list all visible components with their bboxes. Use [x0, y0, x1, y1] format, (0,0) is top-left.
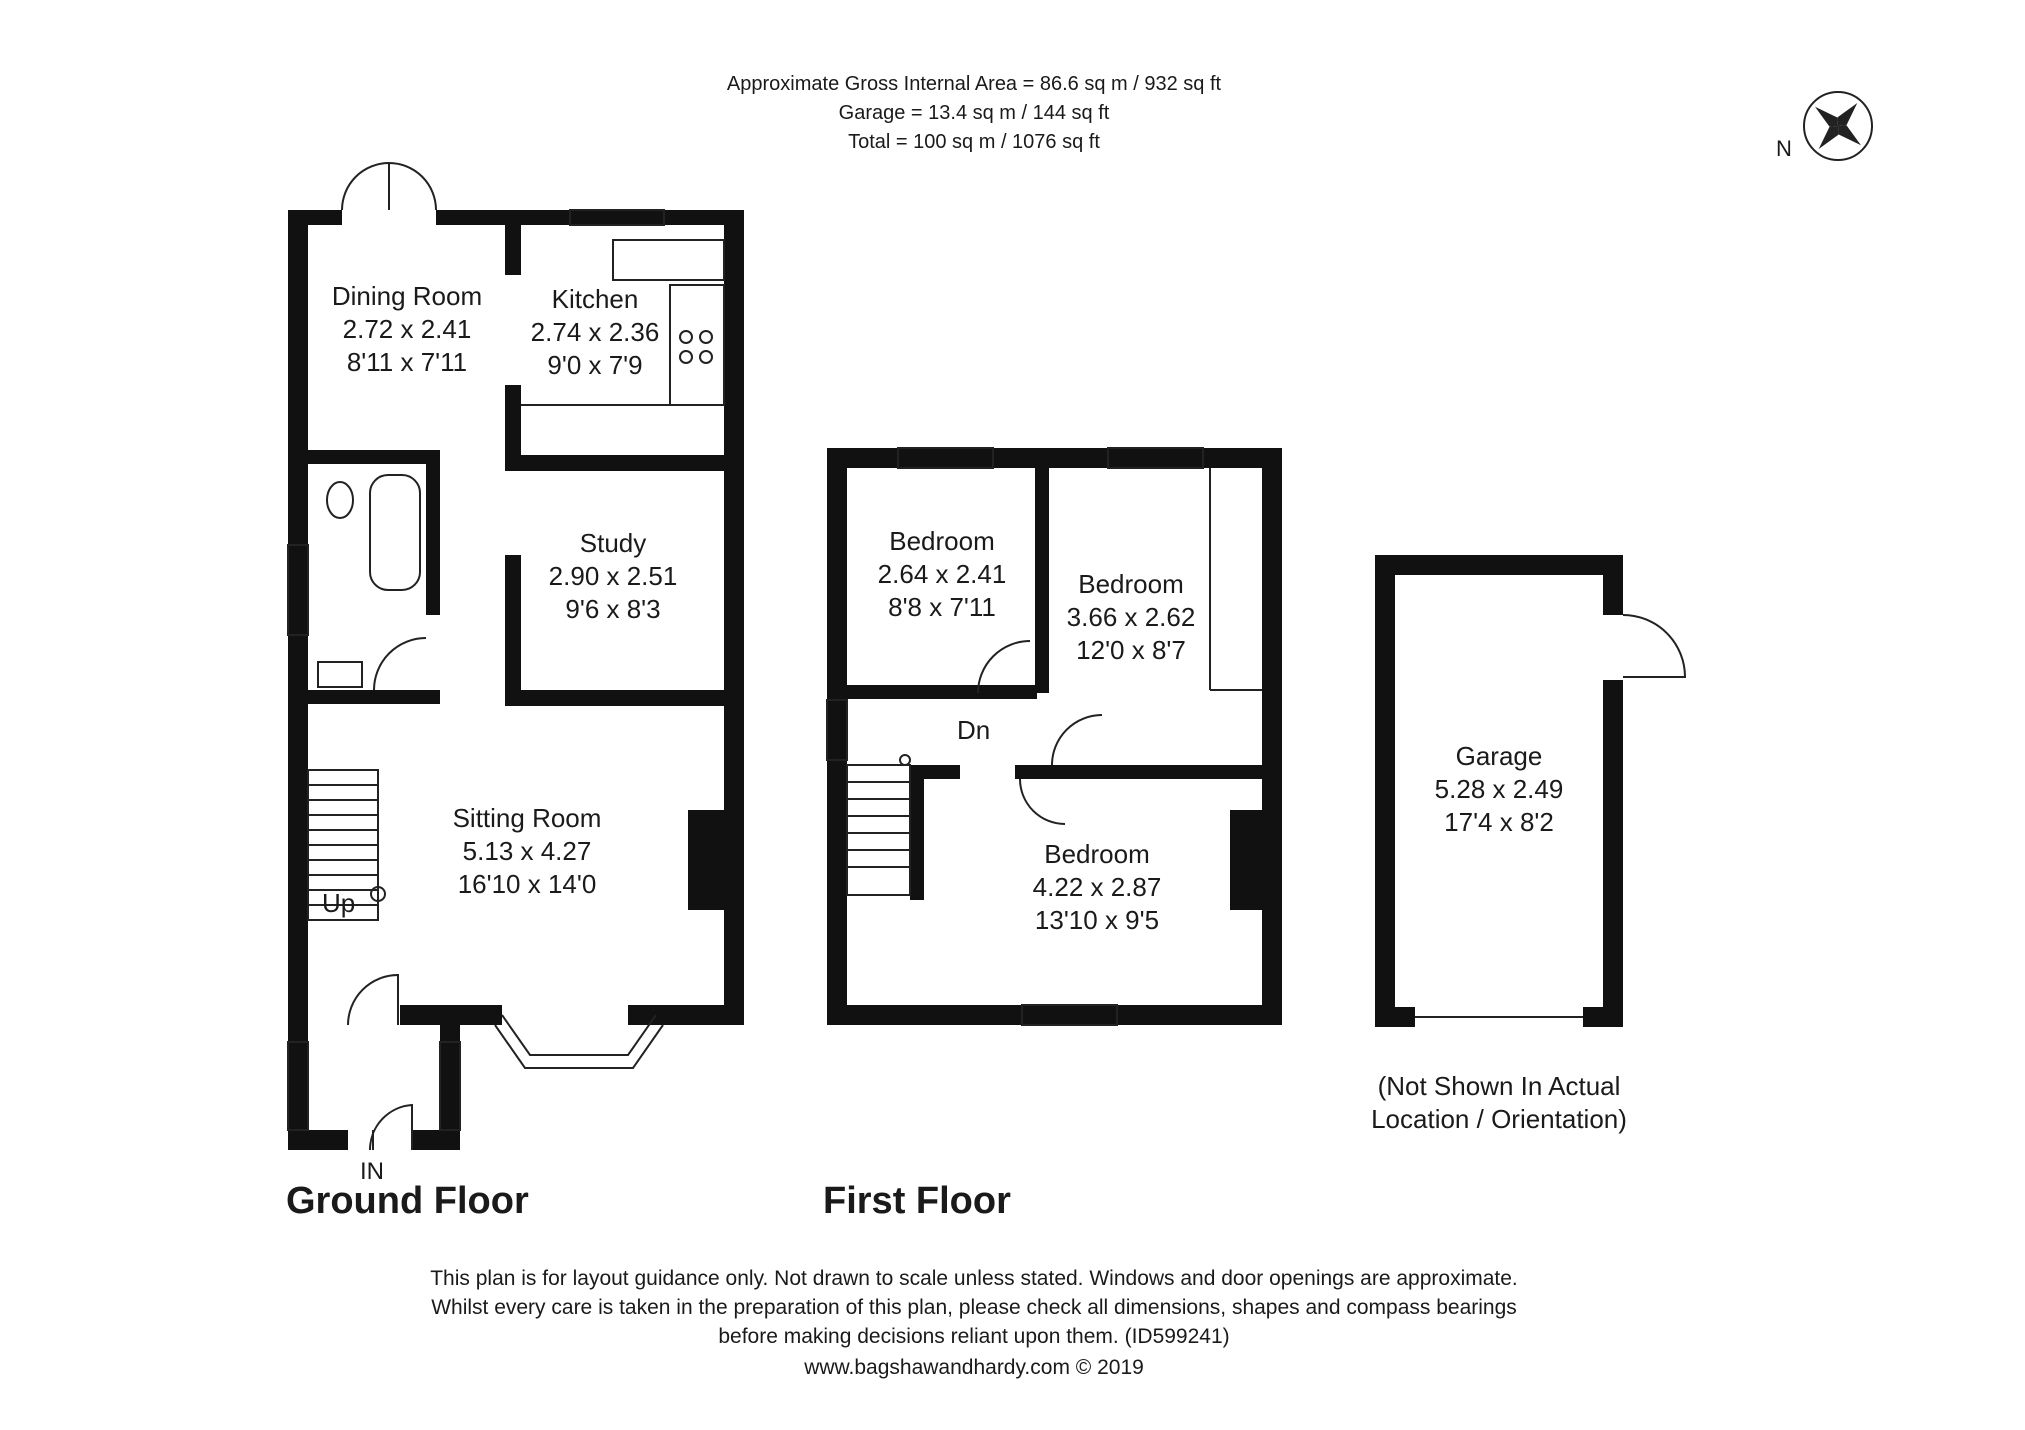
room-name: Sitting Room: [452, 803, 602, 833]
room-metric: 3.66 x 2.62: [1066, 602, 1196, 632]
room-imperial: 12'0 x 8'7: [1076, 635, 1186, 665]
room-imperial: 8'11 x 7'11: [346, 347, 468, 377]
garage-note: (Not Shown In Actual Location / Orientat…: [1371, 1070, 1627, 1136]
garage-area-text: Garage = 13.4 sq m / 144 sq ft: [838, 102, 1110, 124]
room-label-study: Study 2.90 x 2.51 9'6 x 8'3: [549, 527, 678, 626]
disclaimer-line-1: This plan is for layout guidance only. N…: [430, 1267, 1518, 1290]
room-label-bedroom-3: Bedroom 4.22 x 2.87 13'10 x 9'5: [1033, 838, 1162, 937]
room-metric: 2.74 x 2.36: [530, 317, 660, 347]
total-area-text: Total = 100 sq m / 1076 sq ft: [848, 131, 1100, 153]
room-imperial: 17'4 x 8'2: [1444, 807, 1554, 837]
copyright-text: www.bagshawandhardy.com © 2019: [804, 1356, 1144, 1379]
room-imperial: 8'8 x 7'11: [888, 592, 996, 622]
room-name: Bedroom: [889, 526, 995, 556]
disclaimer-line-2: Whilst every care is taken in the prepar…: [431, 1296, 1517, 1319]
first-floor-fixtures: [826, 447, 1262, 1026]
room-metric: 2.64 x 2.41: [877, 559, 1007, 589]
garage-note-line2: Location / Orientation): [1371, 1104, 1627, 1134]
room-imperial: 9'6 x 8'3: [565, 594, 661, 624]
room-metric: 2.90 x 2.51: [548, 561, 678, 591]
entrance-label: IN: [360, 1158, 384, 1185]
stairs-down-label: Dn: [957, 715, 991, 745]
room-label-dining: Dining Room 2.72 x 2.41 8'11 x 7'11: [332, 280, 482, 379]
room-name: Dining Room: [331, 281, 483, 311]
room-metric: 5.13 x 4.27: [462, 836, 592, 866]
room-name: Kitchen: [551, 284, 639, 314]
ground-floor-title: Ground Floor: [286, 1180, 529, 1222]
room-metric: 2.72 x 2.41: [342, 314, 472, 344]
room-name: Garage: [1455, 741, 1543, 771]
room-label-bedroom-2: Bedroom 3.66 x 2.62 12'0 x 8'7: [1067, 568, 1196, 667]
compass-icon: [1803, 91, 1873, 161]
room-label-bedroom-1: Bedroom 2.64 x 2.41 8'8 x 7'11: [878, 525, 1007, 624]
room-label-kitchen: Kitchen 2.74 x 2.36 9'0 x 7'9: [531, 283, 660, 382]
room-metric: 4.22 x 2.87: [1032, 872, 1162, 902]
compass-label: N: [1776, 136, 1792, 161]
room-name: Bedroom: [1044, 839, 1150, 869]
first-floor-title: First Floor: [823, 1180, 1011, 1222]
room-imperial: 13'10 x 9'5: [1034, 905, 1160, 935]
first-floor-walls: [827, 448, 1282, 1025]
ground-floor-walls: [288, 210, 744, 1150]
garage-note-line1: (Not Shown In Actual: [1377, 1071, 1621, 1101]
disclaimer-line-3: before making decisions reliant upon the…: [718, 1325, 1230, 1348]
room-imperial: 16'10 x 14'0: [457, 869, 597, 899]
room-label-garage: Garage 5.28 x 2.49 17'4 x 8'2: [1435, 740, 1564, 839]
room-label-sitting: Sitting Room 5.13 x 4.27 16'10 x 14'0: [453, 802, 602, 901]
room-metric: 5.28 x 2.49: [1434, 774, 1564, 804]
room-name: Bedroom: [1078, 569, 1184, 599]
garage-walls: [1375, 555, 1687, 1027]
ground-floor-fixtures: [287, 161, 725, 1151]
room-imperial: 9'0 x 7'9: [547, 350, 643, 380]
room-name: Study: [579, 528, 647, 558]
gross-area-text: Approximate Gross Internal Area = 86.6 s…: [726, 73, 1222, 95]
stairs-up-label: Up: [322, 888, 356, 918]
